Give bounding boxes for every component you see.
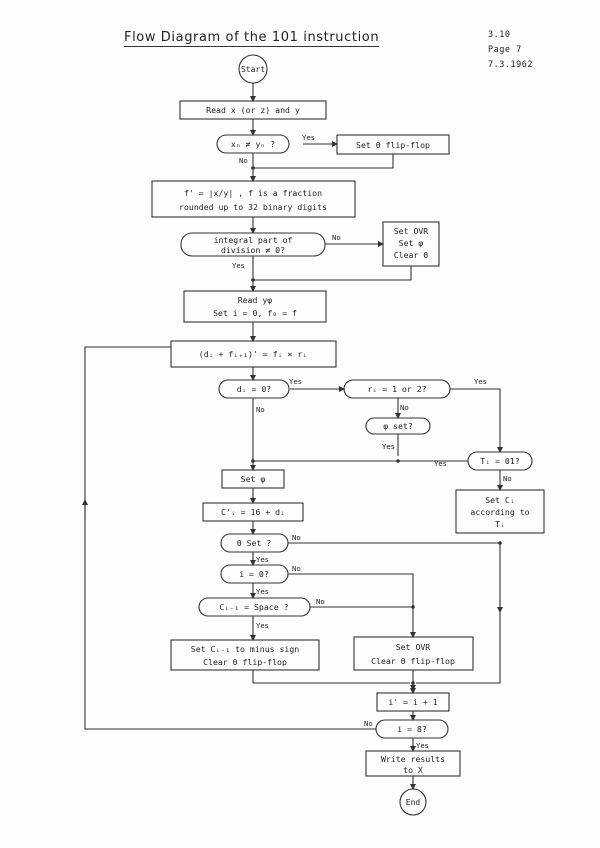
node-cond-r12: [343, 379, 451, 399]
text-cond-i0: i = 0?: [239, 569, 269, 579]
text-set-minus-1: Set Cᵢ₋₁ to minus sign: [191, 644, 300, 654]
label-yes-t01: Yes: [434, 459, 447, 468]
node-cond-xy: [216, 134, 290, 154]
text-cond-i8: i = 8?: [397, 724, 427, 734]
node-incr: [376, 692, 450, 712]
text-digit-calc: (dᵢ + fᵢ₊₁)' = fᵢ × rᵢ: [199, 349, 307, 359]
node-cond-space: [198, 597, 311, 617]
node-cond-theta: [220, 533, 289, 553]
text-set-ovr-b-2: Clear θ flip-flop: [371, 656, 455, 666]
label-yes-xy: Yes: [302, 133, 315, 142]
document-date: 7.3.1962: [488, 60, 533, 70]
label-no-space: No: [316, 597, 325, 606]
text-set-c-3: Tᵢ: [495, 519, 505, 529]
text-set-ovr-2: Set φ: [399, 238, 424, 248]
text-cond-theta: θ Set ?: [237, 538, 272, 548]
node-cond-phi: [365, 417, 431, 435]
label-yes-integral: Yes: [232, 261, 245, 270]
node-digit-calc: [170, 340, 337, 368]
text-cond-space: Cᵢ₋₁ = Space ?: [219, 602, 288, 612]
label-yes-i0: Yes: [256, 587, 269, 596]
node-set-ovr: [382, 221, 440, 267]
text-start: Start: [241, 65, 265, 74]
edge-setovr-merge: [253, 266, 412, 281]
text-set-phi: Set φ: [241, 474, 266, 484]
node-end: [399, 788, 427, 816]
label-yes-r12: Yes: [474, 377, 487, 386]
node-set-c: [455, 489, 545, 534]
label-no-i0: No: [292, 564, 301, 573]
node-c-calc: [202, 502, 304, 522]
node-read-xy: [179, 100, 327, 120]
text-c-calc: C'ᵢ = 16 + dᵢ: [221, 507, 285, 517]
node-cond-integral: [180, 232, 326, 257]
text-set-theta: Set θ flip-flop: [356, 140, 430, 150]
merge-dot-phi: [396, 459, 400, 463]
edge-minus-merge: [252, 670, 410, 684]
label-yes-d0: Yes: [289, 377, 302, 386]
merge-dot-ovr: [251, 278, 255, 282]
node-fraction: [151, 180, 356, 218]
label-no-i8: No: [364, 719, 373, 728]
text-cond-integral-2: division ≠ 0?: [221, 245, 285, 255]
node-cond-i0: [220, 564, 289, 584]
text-cond-phi: φ set?: [383, 421, 413, 431]
text-read-y-1: Read yφ: [238, 295, 273, 305]
page-number: Page 7: [488, 45, 522, 55]
node-set-phi: [221, 469, 285, 489]
merge-dot-theta: [251, 166, 255, 170]
text-write-1: Write results: [381, 754, 445, 764]
label-no-theta: No: [292, 533, 301, 542]
text-cond-t01: Tᵢ = 01?: [480, 456, 520, 466]
text-set-ovr-1: Set OVR: [394, 226, 429, 236]
edge-settheta-merge: [253, 154, 394, 169]
text-write-2: to X: [403, 765, 423, 775]
text-cond-r12: rᵢ = 1 or 2?: [367, 384, 426, 394]
text-end: End: [406, 798, 421, 807]
text-set-c-2: according to: [470, 507, 529, 517]
node-cond-t01: [467, 451, 533, 471]
label-yes-space: Yes: [256, 621, 269, 630]
text-read-xy: Read x (or z) and y: [206, 105, 300, 115]
text-cond-d0: dᵢ = 0?: [237, 384, 272, 394]
edge-r12-t01: [450, 388, 503, 453]
edge-loop-back: [84, 346, 376, 730]
merge-dot-setphi: [251, 459, 255, 463]
node-set-ovr-b: [353, 636, 474, 671]
merge-dot-theta-rail: [498, 541, 502, 545]
text-fraction-2: rounded up to 32 binary digits: [179, 202, 327, 212]
text-incr: i' = i + 1: [388, 697, 437, 707]
text-set-c-1: Set Cᵢ: [485, 495, 515, 505]
text-read-y-2: Set i = 0, f₀ = f: [213, 308, 297, 318]
node-cond-i8: [375, 719, 449, 739]
document-ref: 3.10: [488, 30, 511, 40]
node-set-minus: [170, 639, 320, 671]
node-cond-d0: [218, 379, 290, 399]
node-set-theta: [336, 134, 450, 155]
text-cond-integral-1: integral part of: [214, 235, 293, 245]
label-no-d0: No: [256, 405, 265, 414]
text-fraction-1: f' = |x/y| , f is a fraction: [184, 188, 322, 198]
edge-i0-no: [288, 573, 416, 638]
text-set-ovr-b-1: Set OVR: [396, 642, 431, 652]
edge-right-rail: [416, 542, 501, 684]
text-set-minus-2: Clear θ flip-flop: [203, 657, 287, 667]
label-yes-theta: Yes: [256, 555, 269, 564]
label-no-integral: No: [332, 233, 341, 242]
node-start: [238, 54, 268, 84]
label-yes-i8: Yes: [416, 741, 429, 750]
merge-dot-bottom: [411, 681, 415, 685]
node-write: [365, 750, 461, 777]
label-no-r12: No: [400, 403, 409, 412]
merge-dot-space: [411, 605, 415, 609]
label-yes-phi: Yes: [382, 442, 395, 451]
label-no-t01: No: [503, 474, 512, 483]
text-cond-xy: xₙ ≠ yₙ ?: [231, 139, 275, 149]
diagram-title: Flow Diagram of the 101 instruction: [124, 30, 380, 47]
node-read-y: [183, 290, 327, 323]
text-set-ovr-3: Clear θ: [394, 250, 429, 260]
label-no-xy: No: [239, 156, 248, 165]
